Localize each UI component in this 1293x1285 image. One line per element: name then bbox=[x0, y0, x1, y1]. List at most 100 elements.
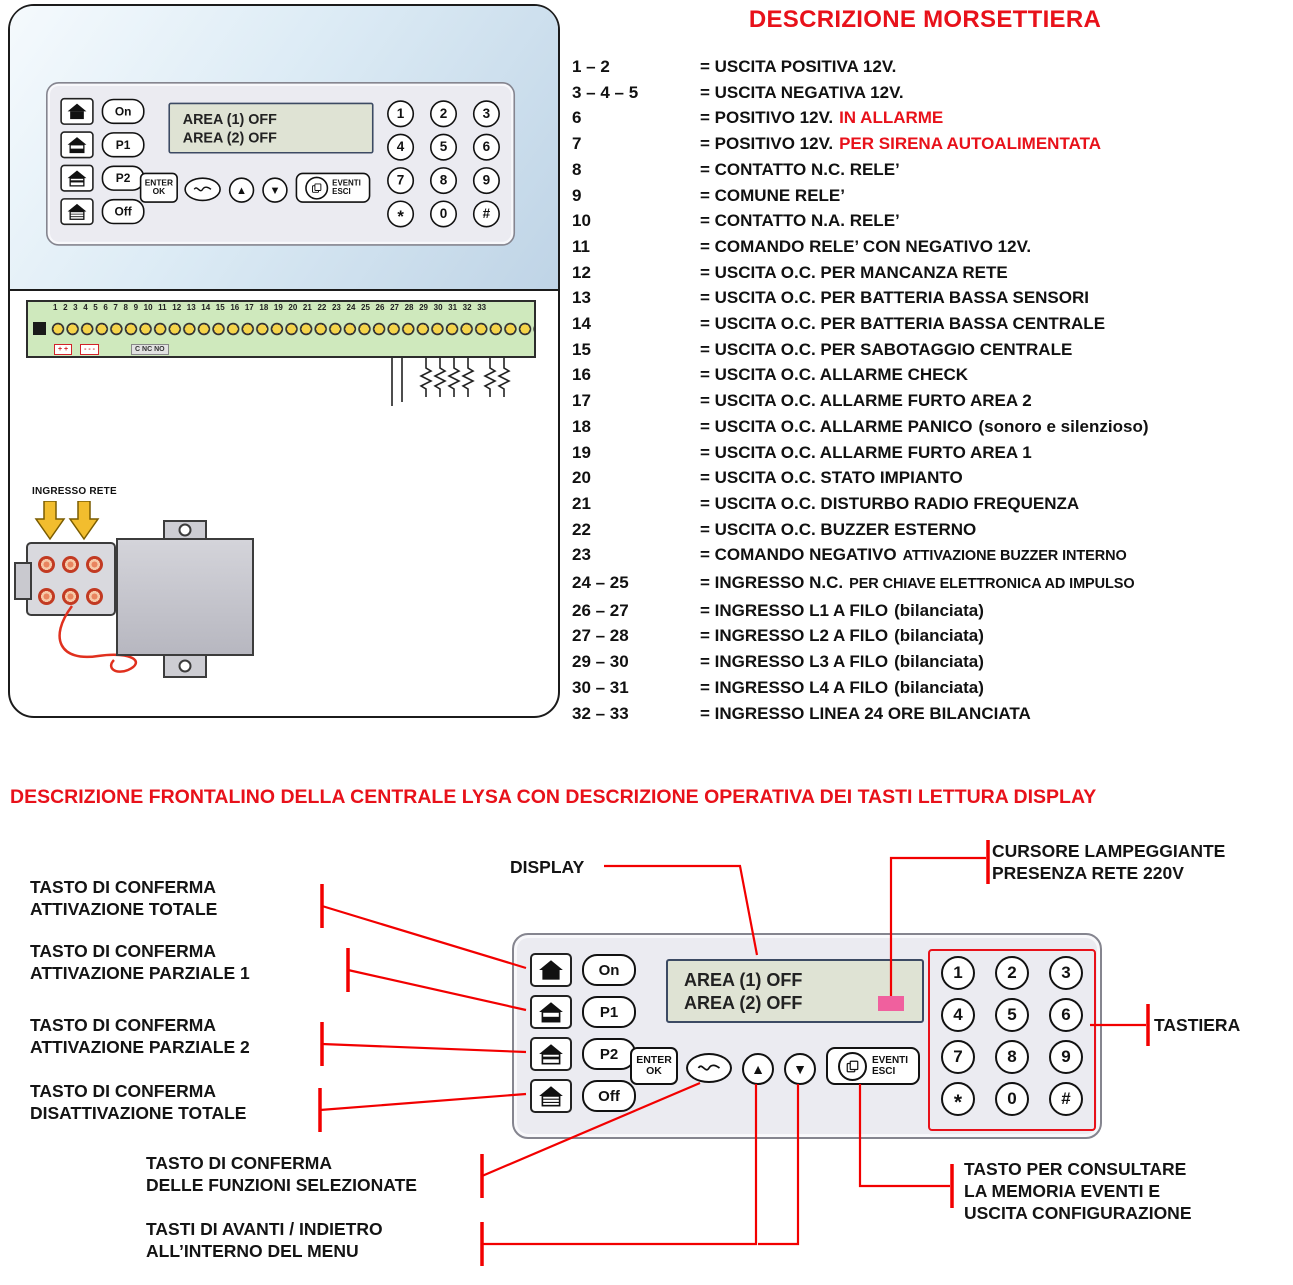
key-8: 8 bbox=[995, 1040, 1029, 1074]
key-8: 8 bbox=[429, 167, 458, 195]
up-arrow-button: ▲ bbox=[742, 1053, 774, 1085]
key-5: 5 bbox=[429, 133, 458, 161]
down-arrow-button: ▼ bbox=[262, 177, 288, 203]
terminal-row: 20= USCITA O.C. STATO IMPIANTO bbox=[572, 465, 1290, 491]
terminal-row: 27 – 28= INGRESSO L2 A FILO(bilanciata) bbox=[572, 623, 1290, 649]
mains-connector bbox=[14, 542, 116, 616]
control-unit-drawing: On P1 P2 Off AREA (1) OFF bbox=[8, 4, 560, 718]
terminal-row: 7 = POSITIVO 12V.PER SIRENA AUTOALIMENTAT… bbox=[572, 131, 1290, 157]
terminal-description: = USCITA O.C. ALLARME FURTO AREA 2 bbox=[700, 391, 1032, 411]
button-row-p2: P2 bbox=[60, 164, 145, 192]
callout-display: DISPLAY bbox=[510, 857, 585, 877]
on-button: On bbox=[582, 954, 636, 986]
terminal-number: 24 – 25 bbox=[572, 573, 629, 593]
lcd-display: AREA (1) OFF AREA (2) OFF bbox=[666, 959, 924, 1023]
terminal-description: = COMANDO NEGATIVO bbox=[700, 545, 897, 565]
key-icon bbox=[697, 1064, 721, 1071]
house-off-icon bbox=[530, 1079, 572, 1113]
callout-memoria-eventi: TASTO PER CONSULTARE LA MEMORIA EVENTI E… bbox=[964, 1158, 1192, 1224]
up-arrow-icon: ▲ bbox=[236, 183, 248, 197]
callout-disattivazione-totale: TASTO DI CONFERMA DISATTIVAZIONE TOTALE bbox=[30, 1080, 246, 1124]
house-p1-icon bbox=[60, 131, 94, 159]
terminal-description: = COMANDO RELE’ CON NEGATIVO 12V. bbox=[700, 236, 1032, 256]
terminal-description-list: 1 – 2= USCITA POSITIVA 12V. 3 – 4 – 5= U… bbox=[572, 54, 1290, 726]
house-p1-icon bbox=[530, 995, 572, 1029]
connector-pin bbox=[62, 588, 79, 605]
front-panel-large: On P1 P2 Off AREA (1) OFF AREA (2) OFF 1 bbox=[512, 933, 1102, 1140]
terminal-row: 16= USCITA O.C. ALLARME CHECK bbox=[572, 362, 1290, 388]
numeric-keypad: 1 2 3 4 5 6 7 8 9 * 0 # bbox=[928, 949, 1096, 1131]
terminal-row: 15= USCITA O.C. PER SABOTAGGIO CENTRALE bbox=[572, 337, 1290, 363]
down-arrow-icon: ▼ bbox=[793, 1061, 807, 1077]
terminal-label-negative: - - - bbox=[80, 344, 100, 355]
transformer bbox=[116, 520, 254, 692]
callout-line: DISATTIVAZIONE TOTALE bbox=[30, 1103, 247, 1123]
terminal-description: = POSITIVO 12V. bbox=[700, 134, 834, 154]
terminal-description-extra: PER CHIAVE ELETTRONICA AD IMPULSO bbox=[849, 576, 1135, 593]
terminal-label-positive: + + bbox=[54, 344, 73, 355]
key-3: 3 bbox=[1049, 956, 1083, 990]
terminal-row: 29 – 30= INGRESSO L3 A FILO(bilanciata) bbox=[572, 649, 1290, 675]
callout-attivazione-parziale-2: TASTO DI CONFERMA ATTIVAZIONE PARZIALE 2 bbox=[30, 1014, 250, 1058]
house-on-icon bbox=[60, 97, 94, 125]
screw bbox=[33, 322, 46, 335]
callout-line: TASTO DI CONFERMA bbox=[30, 1081, 217, 1101]
transformer-tab bbox=[163, 520, 207, 540]
terminal-numbers: 1 2 3 4 5 6 7 8 9 10 11 12 13 14 15 16 1… bbox=[53, 303, 487, 312]
key-icon bbox=[193, 186, 212, 192]
terminal-description-extra: PER SIRENA AUTOALIMENTATA bbox=[839, 134, 1102, 154]
callout-line: CURSORE LAMPEGGIANTE bbox=[992, 841, 1226, 861]
connector-pin bbox=[62, 556, 79, 573]
terminal-label-relay: C NC NO bbox=[131, 344, 169, 355]
terminal-description-extra: (bilanciata) bbox=[894, 600, 984, 620]
terminal-description: = INGRESSO LINEA 24 ORE BILANCIATA bbox=[700, 703, 1031, 723]
p2-button: P2 bbox=[582, 1038, 636, 1070]
terminal-row: 10= CONTATTO N.A. RELE’ bbox=[572, 208, 1290, 234]
terminal-screws bbox=[51, 316, 534, 342]
down-arrow-button: ▼ bbox=[784, 1053, 816, 1085]
terminal-number: 8 bbox=[572, 159, 582, 179]
terminal-description-extra: (bilanciata) bbox=[894, 677, 984, 697]
key-9: 9 bbox=[472, 167, 500, 195]
terminal-description: = COMUNE RELE’ bbox=[700, 185, 845, 205]
terminal-number: 17 bbox=[572, 391, 591, 411]
terminal-description-extra: (bilanciata) bbox=[894, 626, 984, 646]
front-cover: On P1 P2 Off AREA (1) OFF bbox=[10, 6, 558, 291]
terminal-number: 15 bbox=[572, 339, 591, 359]
callout-line: ATTIVAZIONE PARZIALE 1 bbox=[30, 963, 250, 983]
enter-ok-button: ENTER OK bbox=[139, 172, 178, 203]
terminal-number: 7 bbox=[572, 134, 582, 154]
terminal-row: 24 – 25= INGRESSO N.C.PER CHIAVE ELETTRO… bbox=[572, 570, 1290, 598]
terminal-number: 10 bbox=[572, 211, 591, 231]
key-hash: # bbox=[472, 200, 500, 228]
house-off-icon bbox=[60, 198, 94, 226]
off-button: Off bbox=[101, 198, 145, 225]
enter-label: ENTER bbox=[144, 178, 174, 188]
connector-pin bbox=[38, 588, 55, 605]
on-button: On bbox=[101, 98, 145, 125]
terminal-description: = USCITA NEGATIVA 12V. bbox=[700, 82, 904, 102]
terminal-description: = INGRESSO L2 A FILO bbox=[700, 626, 889, 646]
terminal-number: 20 bbox=[572, 468, 591, 488]
down-arrow-icon: ▼ bbox=[269, 183, 281, 197]
key-9: 9 bbox=[1049, 1040, 1083, 1074]
callout-line: TASTO PER CONSULTARE bbox=[964, 1159, 1187, 1179]
terminal-row: 19= USCITA O.C. ALLARME FURTO AREA 1 bbox=[572, 440, 1290, 466]
terminal-number: 16 bbox=[572, 365, 591, 385]
terminal-description: = USCITA O.C. PER BATTERIA BASSA SENSORI bbox=[700, 288, 1089, 308]
terminal-row: 13= USCITA O.C. PER BATTERIA BASSA SENSO… bbox=[572, 285, 1290, 311]
key-3: 3 bbox=[472, 100, 500, 128]
mains-arrows-icon bbox=[34, 501, 100, 541]
terminal-strip-labels: + + - - - C NC NO bbox=[54, 344, 169, 355]
plug-tab bbox=[14, 562, 32, 600]
button-row-p2: P2 bbox=[530, 1037, 636, 1071]
key-1: 1 bbox=[941, 956, 975, 990]
house-on-icon bbox=[530, 953, 572, 987]
callout-line: TASTO DI CONFERMA bbox=[146, 1153, 333, 1173]
terminal-description: = USCITA POSITIVA 12V. bbox=[700, 57, 897, 76]
key-6: 6 bbox=[472, 133, 500, 161]
mounting-hole bbox=[178, 659, 192, 673]
mounting-hole bbox=[178, 523, 192, 537]
